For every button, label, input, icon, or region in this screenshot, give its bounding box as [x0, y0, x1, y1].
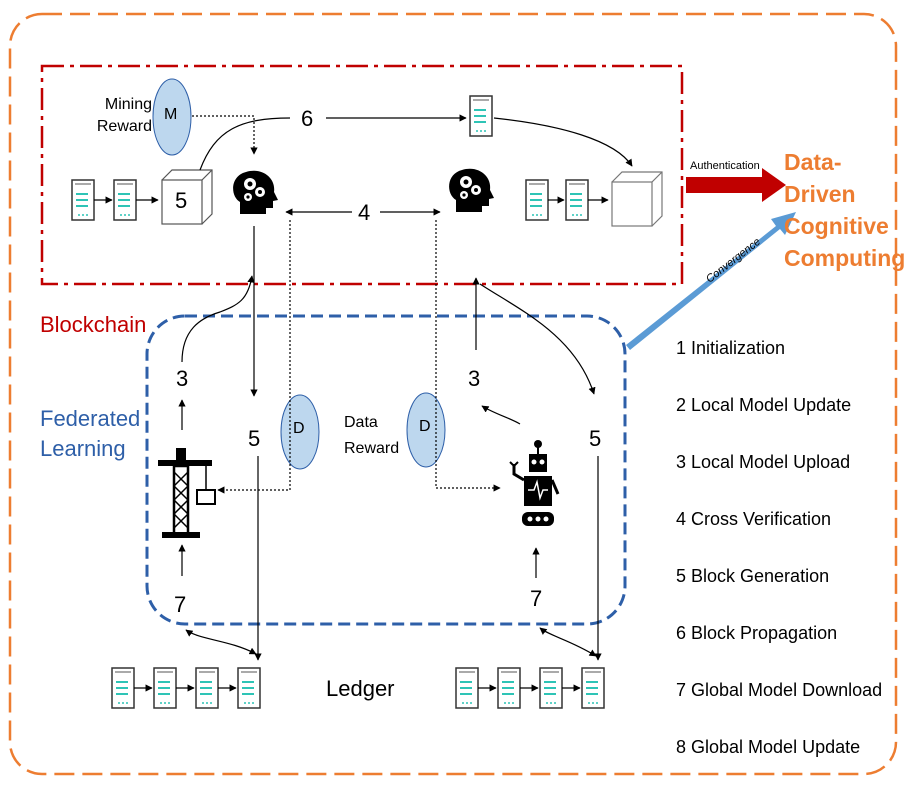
step-item: 6 Block Propagation: [676, 623, 838, 643]
server-icon: [237, 667, 261, 709]
server-icon: [581, 667, 605, 709]
flow-number-5-block: 5: [175, 188, 188, 213]
ledger-label: Ledger: [326, 676, 395, 701]
flow-number-3-left: 3: [176, 366, 189, 391]
crane-icon: [158, 448, 216, 538]
server-icon: [497, 667, 521, 709]
federated-learning-label: Federated Learning: [40, 406, 141, 461]
block-cube: [161, 169, 213, 225]
cognitive-head-icon: [233, 170, 278, 214]
flow-number-6: 6: [301, 106, 314, 131]
server-icon: [195, 667, 219, 709]
server-icon: [71, 179, 95, 221]
authentication-arrow: [686, 168, 786, 202]
flow-number-7-left: 7: [174, 592, 187, 617]
flow-number-5-right: 5: [589, 426, 602, 451]
step-item: 3 Local Model Upload: [676, 452, 851, 472]
block-cube-empty: [611, 171, 663, 227]
step-item: 4 Cross Verification: [676, 509, 832, 529]
robot-icon: [509, 440, 560, 526]
mining-token: [152, 78, 192, 156]
convergence-arrow: [626, 212, 796, 350]
authentication-label: Authentication: [690, 160, 760, 172]
step-item: 5 Block Generation: [676, 566, 830, 586]
data-token-right-label: D: [419, 418, 431, 435]
output-label: Data-Driven Cognitive Computing: [784, 149, 906, 271]
cognitive-head-icon: [449, 168, 494, 212]
server-icon: [565, 179, 589, 221]
flow-number-4: 4: [358, 200, 371, 225]
step-item: 1 Initialization: [676, 338, 786, 358]
server-icon: [539, 667, 563, 709]
data-reward-label: Data Reward: [344, 414, 400, 457]
blockchain-region: [40, 64, 684, 286]
step-item: 8 Global Model Update: [676, 737, 861, 757]
blockchain-label: Blockchain: [40, 312, 147, 337]
mining-token-label: M: [164, 106, 178, 123]
mining-reward-label: Mining Reward: [96, 96, 152, 135]
server-icon: [113, 179, 137, 221]
outer-frame: [8, 12, 898, 776]
server-icon: [153, 667, 177, 709]
data-token-left-label: D: [293, 420, 305, 437]
server-icon: [525, 179, 549, 221]
step-item: 2 Local Model Update: [676, 395, 852, 415]
flow-number-7-right: 7: [530, 586, 543, 611]
step-item: 7 Global Model Download: [676, 680, 883, 700]
server-icon: [111, 667, 135, 709]
federated-learning-region: [145, 314, 627, 626]
flow-number-3-right: 3: [468, 366, 481, 391]
server-icon: [455, 667, 479, 709]
flow-number-5-left: 5: [248, 426, 261, 451]
server-icon: [469, 95, 493, 137]
